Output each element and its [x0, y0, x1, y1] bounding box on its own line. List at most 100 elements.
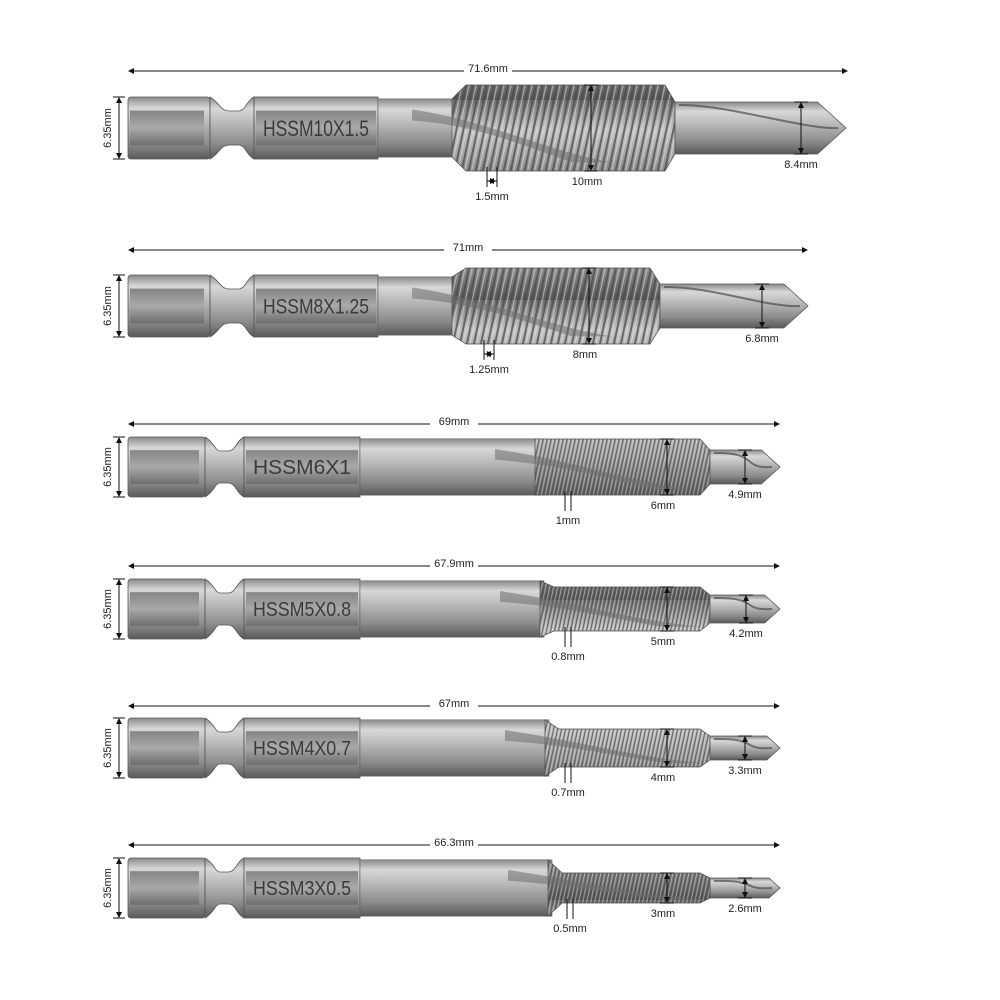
length-label: 67mm — [439, 698, 470, 710]
arrowhead — [664, 897, 670, 903]
shank-neck — [204, 578, 245, 640]
drill-label: 6.8mm — [745, 333, 779, 345]
shank-neck — [204, 717, 245, 779]
bit-body: HSSM8X1.25 — [127, 267, 809, 345]
round-shank — [377, 98, 457, 158]
arrowhead — [664, 761, 670, 767]
pitch-label: 0.7mm — [551, 787, 585, 799]
arrowhead — [128, 842, 134, 848]
arrowhead — [116, 718, 122, 724]
length-label-bg — [464, 62, 512, 74]
arrowhead — [128, 247, 134, 253]
drill-dimension: 2.6mm — [728, 877, 762, 915]
pitch-dimension: 1.5mm — [475, 167, 509, 203]
shank-dimension: 6.35mm — [102, 578, 125, 640]
spiral-flute — [500, 591, 700, 627]
round-shank — [377, 276, 457, 336]
thread-dimension: 5mm — [651, 586, 675, 648]
pitch-dimension: 0.5mm — [553, 899, 587, 935]
drill-label: 4.9mm — [728, 489, 762, 501]
drill-tap-bit: 67mm 6.35mm HSSM4X0.7 0.7mm 4mm 3.3mm — [102, 697, 781, 799]
round-shank — [359, 719, 550, 777]
arrowhead — [742, 754, 748, 760]
pitch-dimension: 0.7mm — [551, 763, 585, 799]
thread-dimension: 4mm — [651, 728, 675, 784]
pitch-label: 0.5mm — [553, 923, 587, 935]
hex-face-upper — [246, 871, 358, 905]
thread-dimension: 6mm — [651, 438, 675, 512]
arrowhead — [586, 268, 592, 274]
pitch-dimension: 1.25mm — [469, 340, 509, 376]
pitch-label: 0.8mm — [551, 651, 585, 663]
drill-dimension: 4.9mm — [728, 449, 762, 501]
shank-neck — [209, 274, 255, 338]
thread-label: 6mm — [651, 500, 675, 512]
arrowhead — [743, 617, 749, 623]
hex-face-upper — [246, 592, 358, 626]
round-shank — [359, 580, 545, 638]
arrowhead — [759, 284, 765, 290]
arrowhead — [664, 587, 670, 593]
pitch-dimension: 1mm — [556, 491, 580, 527]
thread-label: 5mm — [651, 636, 675, 648]
arrowhead — [664, 625, 670, 631]
arrowhead — [664, 873, 670, 879]
thread-section — [547, 858, 711, 918]
length-dimension: 66.3mm — [128, 836, 780, 849]
length-label: 67.9mm — [434, 558, 474, 570]
shank-neck — [209, 96, 255, 160]
arrowhead — [128, 563, 134, 569]
shank-label: 6.35mm — [102, 728, 114, 768]
hex-face — [130, 450, 199, 484]
shank-neck — [204, 436, 245, 498]
thread-dimension: 10mm — [572, 84, 603, 188]
spiral-flute — [412, 109, 612, 163]
engraved-size-label: HSSM6X1 — [253, 457, 351, 479]
hex-face-upper — [246, 731, 358, 765]
arrowhead — [116, 331, 122, 337]
thread-dimension: 3mm — [651, 872, 675, 920]
arrowhead — [128, 703, 134, 709]
length-dimension: 67mm — [128, 697, 780, 710]
bit-body: HSSM6X1 — [127, 436, 781, 498]
drill-label: 8.4mm — [784, 159, 818, 171]
engraved-size-label: HSSM8X1.25 — [263, 296, 369, 319]
hex-face-upper — [256, 288, 376, 324]
hex-face — [130, 871, 199, 905]
engraved-size-label: HSSM10X1.5 — [263, 116, 369, 141]
arrowhead — [116, 579, 122, 585]
drill-flute-edge — [713, 451, 773, 469]
hex-face — [130, 288, 204, 324]
length-label: 71mm — [453, 242, 484, 254]
length-label-bg — [430, 836, 478, 848]
arrowhead — [798, 102, 804, 108]
arrowhead — [116, 858, 122, 864]
arrowhead — [116, 633, 122, 639]
shank-dimension: 6.35mm — [102, 274, 125, 338]
drill-label: 3.3mm — [728, 765, 762, 777]
length-dimension: 71mm — [128, 241, 808, 254]
drill-label: 4.2mm — [729, 628, 763, 640]
shank-label: 6.35mm — [102, 868, 114, 908]
drill-tap-bit: 71.6mm 6.35mm HSSM10X1.5 1.5mm 10mm 8.4mm — [102, 62, 848, 203]
thread-label: 10mm — [572, 176, 603, 188]
arrowhead — [487, 351, 493, 357]
drill-dimension: 8.4mm — [784, 101, 818, 171]
shank-dimension: 6.35mm — [102, 96, 125, 160]
length-label: 69mm — [439, 416, 470, 428]
arrowhead — [798, 148, 804, 154]
length-label: 71.6mm — [468, 63, 508, 75]
arrowhead — [742, 736, 748, 742]
arrowhead — [128, 68, 134, 74]
bit-body: HSSM10X1.5 — [127, 84, 847, 172]
pitch-label: 1.25mm — [469, 364, 509, 376]
shank-neck — [204, 857, 245, 919]
arrowhead — [116, 772, 122, 778]
length-label: 66.3mm — [434, 837, 474, 849]
bit-body: HSSM4X0.7 — [127, 717, 781, 779]
hex-face-upper — [256, 110, 376, 146]
